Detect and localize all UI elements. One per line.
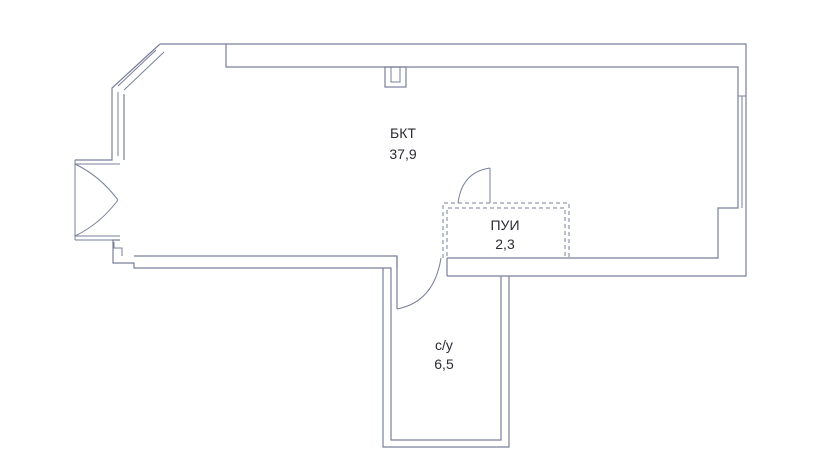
- bathroom-door: [396, 256, 442, 310]
- right-window: [738, 95, 747, 208]
- room-name-wc: с/у: [435, 337, 453, 353]
- room-area-pui: 2,3: [495, 236, 515, 252]
- room-label-bkt: БКТ 37,9: [389, 125, 416, 162]
- room-area-bkt: 37,9: [389, 146, 416, 162]
- room-area-wc: 6,5: [434, 356, 454, 372]
- bay-window: [74, 43, 165, 165]
- entrance-double-door: [74, 163, 123, 256]
- room-name-pui: ПУИ: [490, 217, 519, 233]
- room-label-wc: с/у 6,5: [434, 337, 454, 372]
- utility-room-outline: [442, 167, 570, 258]
- room-label-pui: ПУИ 2,3: [490, 217, 519, 252]
- ventilation-shaft: [384, 66, 407, 88]
- room-name-bkt: БКТ: [390, 125, 416, 141]
- main-room-walls: [112, 43, 747, 448]
